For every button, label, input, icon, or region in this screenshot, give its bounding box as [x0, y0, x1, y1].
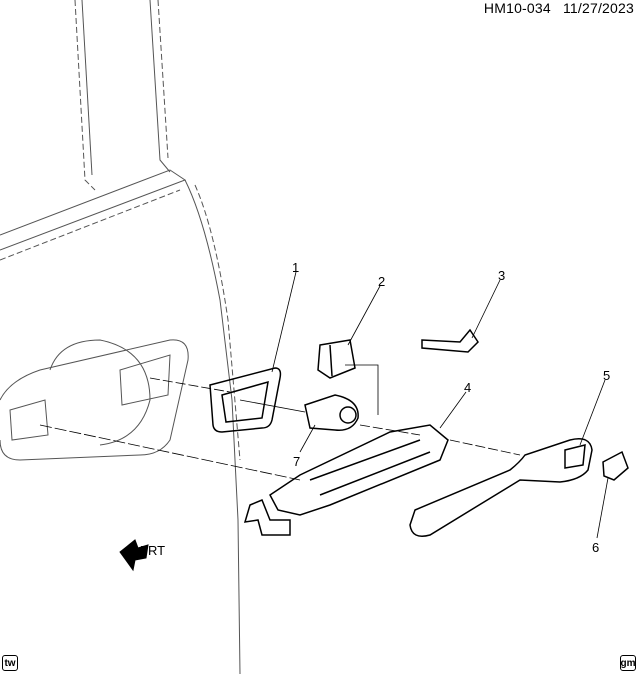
- callout-2: 2: [378, 274, 385, 289]
- leader-lines: [39, 271, 609, 539]
- part-5-outside-handle: [409, 438, 593, 537]
- callout-1: 1: [292, 260, 299, 275]
- part-6-cap: [602, 450, 629, 481]
- callout-5: 5: [603, 368, 610, 383]
- front-arrow-icon: [119, 539, 149, 572]
- callout-3: 3: [498, 268, 505, 283]
- part-3-key: [421, 328, 479, 353]
- diagram-date: 11/27/2023: [562, 0, 634, 16]
- part-4-handle-frame: [243, 424, 449, 536]
- front-label: FRT: [140, 543, 165, 558]
- tw-logo: tw: [2, 655, 18, 671]
- diagram-header: HM10-034 11/27/2023: [476, 0, 634, 16]
- part-2-cap: [317, 339, 356, 379]
- door-outline: [0, 0, 241, 674]
- callout-4: 4: [464, 380, 471, 395]
- diagram-code: HM10-034: [483, 0, 551, 16]
- callout-6: 6: [592, 540, 599, 555]
- part-1-bezel: [209, 367, 282, 433]
- gm-logo: gm: [620, 655, 636, 671]
- callout-7: 7: [293, 454, 300, 469]
- part-7-lock-cylinder: [304, 394, 359, 431]
